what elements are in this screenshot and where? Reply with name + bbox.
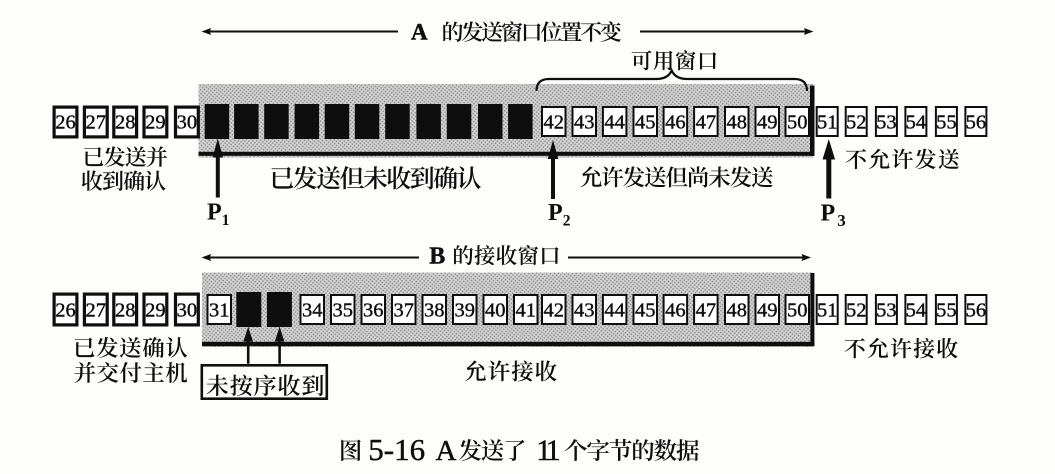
svg-text:44: 44 — [604, 112, 625, 134]
svg-text:36: 36 — [363, 299, 384, 321]
svg-text:29: 29 — [145, 299, 166, 321]
svg-text:48: 48 — [727, 112, 748, 134]
svg-text:3: 3 — [837, 211, 846, 230]
svg-text:52: 52 — [846, 299, 867, 321]
svg-text:26: 26 — [55, 299, 76, 321]
svg-text:45: 45 — [635, 299, 656, 321]
svg-text:46: 46 — [665, 299, 686, 321]
svg-text:56: 56 — [966, 112, 987, 134]
svg-text:30: 30 — [177, 112, 198, 134]
svg-text:56: 56 — [966, 299, 987, 321]
svg-text:35: 35 — [333, 299, 354, 321]
svg-text:P: P — [548, 200, 563, 226]
svg-text:P: P — [207, 200, 222, 226]
svg-text:B: B — [429, 244, 445, 270]
svg-text:P: P — [821, 201, 836, 227]
svg-text:55: 55 — [936, 299, 957, 321]
svg-text:47: 47 — [696, 112, 717, 134]
svg-text:39: 39 — [455, 299, 476, 321]
svg-text:26: 26 — [55, 112, 76, 134]
svg-text:29: 29 — [145, 112, 166, 134]
svg-text:52: 52 — [846, 112, 867, 134]
svg-text:42: 42 — [544, 112, 565, 134]
svg-text:46: 46 — [665, 112, 686, 134]
svg-text:53: 53 — [876, 299, 897, 321]
svg-text:45: 45 — [635, 112, 656, 134]
svg-text:1: 1 — [222, 212, 230, 229]
svg-text:43: 43 — [574, 112, 595, 134]
svg-text:27: 27 — [86, 112, 107, 134]
svg-text:50: 50 — [787, 299, 808, 321]
svg-text:38: 38 — [424, 299, 445, 321]
svg-text:54: 54 — [906, 299, 927, 321]
svg-text:37: 37 — [394, 299, 415, 321]
svg-text:30: 30 — [177, 299, 198, 321]
svg-text:50: 50 — [787, 112, 808, 134]
svg-text:41: 41 — [516, 299, 537, 321]
svg-text:51: 51 — [817, 299, 838, 321]
svg-text:53: 53 — [876, 112, 897, 134]
svg-text:48: 48 — [727, 299, 748, 321]
svg-text:2: 2 — [563, 212, 571, 229]
svg-text:40: 40 — [485, 299, 506, 321]
svg-text:47: 47 — [696, 299, 717, 321]
svg-text:A: A — [411, 20, 428, 45]
svg-text:49: 49 — [757, 299, 778, 321]
svg-text:11: 11 — [536, 434, 559, 467]
svg-text:44: 44 — [604, 299, 625, 321]
svg-text:54: 54 — [906, 112, 927, 134]
svg-text:42: 42 — [544, 299, 565, 321]
svg-text:43: 43 — [574, 299, 595, 321]
svg-text:A: A — [436, 435, 457, 467]
svg-text:28: 28 — [115, 112, 136, 134]
svg-text:51: 51 — [817, 112, 838, 134]
svg-text:31: 31 — [209, 299, 230, 321]
svg-text:34: 34 — [302, 299, 323, 321]
svg-text:55: 55 — [936, 112, 957, 134]
svg-text:49: 49 — [757, 112, 778, 134]
svg-text:28: 28 — [115, 299, 136, 321]
svg-text:27: 27 — [86, 299, 107, 321]
svg-text:5-16: 5-16 — [368, 432, 425, 467]
